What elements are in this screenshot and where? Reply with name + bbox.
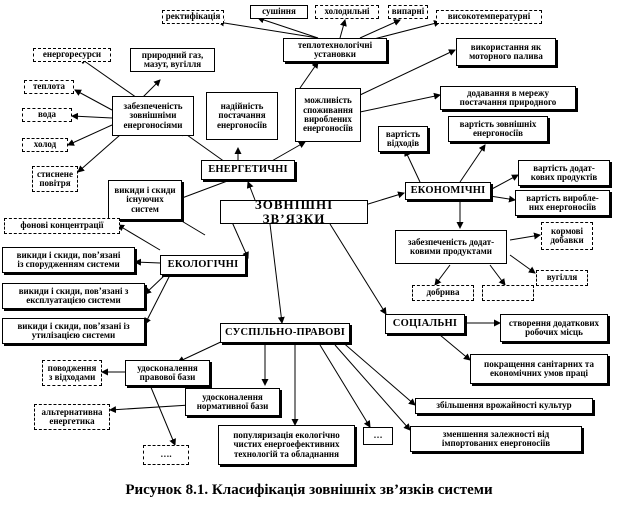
node-waste-cost: вартість відходів: [378, 126, 428, 152]
node-drying: сушіння: [250, 5, 308, 19]
node-waste-handling: поводження з відходами: [42, 360, 102, 386]
node-sanitary: покращення санітарних та економічних умо…: [470, 354, 608, 384]
node-dots-mid: …: [363, 427, 393, 445]
node-fuel: вугілля: [536, 270, 588, 286]
category-legal: СУСПІЛЬНО-ПРАВОВІ: [220, 323, 350, 343]
node-compressed-air: стиснене повітря: [32, 166, 78, 192]
node-cold: холод: [22, 138, 68, 152]
node-jobs: створення додаткових робочих місць: [500, 314, 608, 342]
node-rectification: ректифікація: [162, 10, 224, 24]
figure-caption: Рисунок 8.1. Класифікація зовнішніх зв’я…: [125, 482, 493, 498]
category-energy: ЕНЕРГЕТИЧНІ: [201, 160, 295, 180]
node-water: вода: [22, 108, 72, 122]
node-norms-improve: удосконалення нормативної бази: [185, 388, 280, 416]
category-ecological: ЕКОЛОГІЧНІ: [160, 255, 246, 275]
node-extra-products: забезпеченість додат- ковими продуктами: [395, 230, 507, 264]
center-node: ЗОВНІШНІ ЗВ’ЯЗКИ: [220, 200, 368, 224]
node-cooling: холодильні: [315, 5, 379, 19]
node-natural-gas: природний газ, мазут, вугілля: [130, 48, 215, 72]
node-law-improve: удосконалення правової бази: [125, 360, 210, 386]
node-heat: теплота: [24, 80, 74, 94]
node-hightemp: високотемпературні: [436, 10, 542, 24]
node-empty-right: [482, 285, 534, 301]
node-culture: збільшення врожайності культур: [415, 398, 593, 414]
node-heat-plants: теплотехнологічні установки: [283, 38, 387, 62]
node-emissions-build: викиди і скиди, пов’язані із спорудження…: [2, 247, 135, 273]
node-dots-left: ….: [143, 445, 189, 465]
category-economic: ЕКОНОМІЧНІ: [405, 182, 491, 200]
node-emissions-operation: викиди і скиди, пов’язані з експлуатаціє…: [2, 283, 145, 309]
node-produced-energy-cost: вартість виробле- них енергоносіїв: [515, 190, 610, 216]
node-feed: кормові добавки: [541, 222, 593, 250]
node-emissions-disposal: викиди і скиди, пов’язані із утилізацією…: [2, 318, 145, 344]
category-social: СОЦІАЛЬНІ: [385, 314, 465, 334]
node-motor-fuel: використання як моторного палива: [456, 38, 556, 66]
node-alt-energy: альтернативна енергетика: [34, 404, 110, 430]
node-energy-resources: енергоресурси: [33, 48, 111, 62]
node-popularization: популяризація екологічно чистих енергоеф…: [218, 425, 355, 465]
node-extra-products-cost: вартість додат- кових продуктів: [518, 160, 610, 186]
node-background: фонові концентрації: [4, 218, 120, 234]
node-kilns: випарні: [388, 5, 428, 19]
node-supply: забезпеченість зовнішніми енергоносіями: [112, 96, 194, 136]
node-emissions-current: викиди і скиди існуючих систем: [108, 180, 182, 220]
node-import: зменшення залежності від імпортованих ен…: [410, 426, 582, 452]
node-gas-network: додавання в мережу постачання природного: [440, 86, 576, 110]
node-reliability: надійність постачання енергоносіїв: [206, 92, 278, 140]
node-secondary-use: можливість споживання вироблених енергон…: [295, 88, 361, 142]
node-fertilizer: добрива: [412, 285, 474, 301]
node-energy-cost: вартість зовнішніх енергоносіїв: [448, 116, 548, 142]
